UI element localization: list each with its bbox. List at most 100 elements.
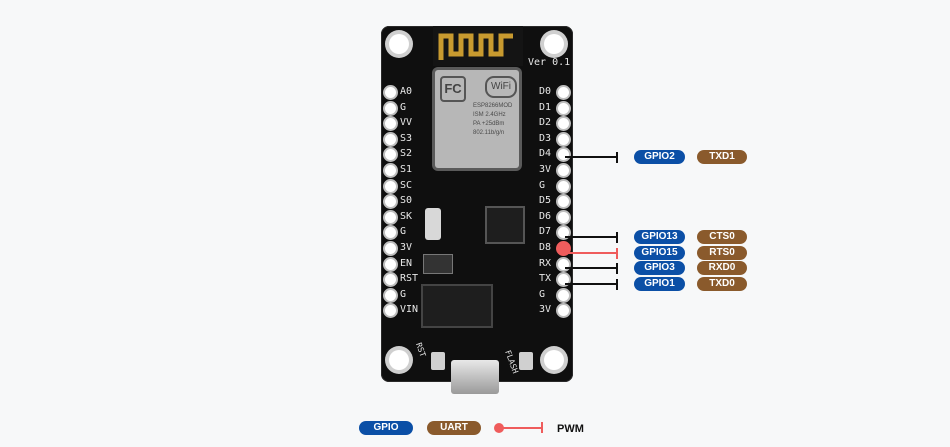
right-pin-hole [558,227,569,239]
left-pin-label: VV [400,117,413,129]
left-pin-hole [385,196,396,208]
gpio-badge: GPIO13 [634,230,685,244]
callout-line-cap [616,152,618,163]
left-pin-hole [385,227,396,239]
left-pin-label: G [400,288,407,300]
flash-button[interactable] [519,352,533,370]
left-pin-label: S3 [400,132,413,144]
legend-gpio-badge: GPIO [359,421,413,435]
right-pin-label: D6 [539,210,552,222]
left-pin-hole [385,102,396,114]
left-pin-hole [385,87,396,98]
left-pin-label: RST [400,273,419,285]
right-pin-label: D7 [539,226,552,238]
right-pin-label: D8 [539,242,552,253]
legend-pwm-dot [494,423,504,433]
callout-line-cap [616,248,618,259]
left-pin-hole [385,211,396,223]
left-pin-hole [385,258,396,270]
callout-line [565,236,616,238]
mounting-hole-top-right [544,34,564,54]
legend-uart-badge: UART [427,421,481,435]
right-pin-label: D3 [539,132,552,144]
right-pin-hole [558,165,569,176]
left-pin-label: G [400,226,407,238]
right-pin-hole [558,243,569,254]
gpio-badge: GPIO1 [634,277,685,291]
callout-line [565,252,616,254]
left-pin-hole [385,133,396,145]
rst-button[interactable] [431,352,445,370]
gpio-badge: GPIO3 [634,261,685,275]
module-text-line: ESP8266MOD [473,103,513,109]
mounting-hole-bottom-right [544,350,564,370]
gpio-badge: GPIO2 [634,150,685,164]
uart-badge: TXD0 [697,277,747,291]
antenna-trace-icon [433,26,523,66]
module-text-block: ESP8266MOD ISM 2.4GHz PA +25dBm 802.11b/… [473,102,517,162]
mounting-hole-bottom-left [389,350,409,370]
esp8266-module: FC WiFi ESP8266MOD ISM 2.4GHz PA +25dBm … [435,70,519,168]
voltage-regulator [485,206,525,244]
version-label: Ver 0.1 [528,57,571,68]
callout-line-cap [616,263,618,274]
right-pin-label: D4 [539,148,552,160]
diode [423,254,453,274]
right-pin-label: D0 [539,86,552,97]
callout-line [565,156,616,158]
left-pin-label: S0 [400,195,413,207]
left-pin-label: S2 [400,148,413,160]
right-pin-hole [558,196,569,208]
left-pin-label: EN [400,257,413,269]
right-pin-hole [558,149,569,161]
module-text-line: ISM 2.4GHz [473,112,506,118]
micro-usb-port [451,360,499,394]
right-pin-hole [558,289,569,301]
uart-badge: TXD1 [697,150,747,164]
usb-uart-chip [421,284,493,328]
right-pin-label: D1 [539,101,552,113]
left-pin-label: 3V [400,242,413,253]
right-pin-hole [558,102,569,114]
right-pin-hole [558,258,569,270]
left-pin-hole [385,180,396,192]
right-pin-label: 3V [539,164,552,175]
fc-logo-icon: FC [440,76,466,102]
left-pin-label: S1 [400,164,413,175]
left-pin-label: A0 [400,86,413,97]
callout-line [565,267,616,269]
uart-badge: CTS0 [697,230,747,244]
right-pin-hole [558,118,569,130]
left-pin-label: SK [400,210,413,222]
left-pin-label: SC [400,179,413,191]
left-pin-hole [385,118,396,130]
gpio-badge: GPIO15 [634,246,685,260]
legend-pwm-line [498,427,542,429]
right-pin-hole [558,274,569,286]
right-pin-label: G [539,288,546,300]
right-pin-label: 3V [539,304,552,316]
module-text-line: PA +25dBm [473,121,505,127]
right-pin-hole [558,133,569,145]
right-pin-label: RX [539,257,552,269]
right-pin-label: G [539,179,546,191]
left-pin-hole [385,289,396,301]
right-pin-hole [558,305,569,317]
uart-badge: RTS0 [697,246,747,260]
right-pin-hole [558,180,569,192]
right-pin-label: TX [539,273,552,285]
right-pin-label: D5 [539,195,552,207]
left-pin-label: VIN [400,304,419,316]
capacitor [425,208,441,240]
right-pin-hole [558,87,569,98]
callout-line-cap [616,232,618,243]
left-pin-hole [385,149,396,161]
mounting-hole-top-left [389,34,409,54]
callout-line [565,283,616,285]
callout-line-cap [616,279,618,290]
legend-pwm-cap [541,422,543,433]
flash-button-label: FLASH [503,348,520,375]
left-pin-hole [385,305,396,317]
left-pin-label: G [400,101,407,113]
right-pin-hole [558,211,569,223]
